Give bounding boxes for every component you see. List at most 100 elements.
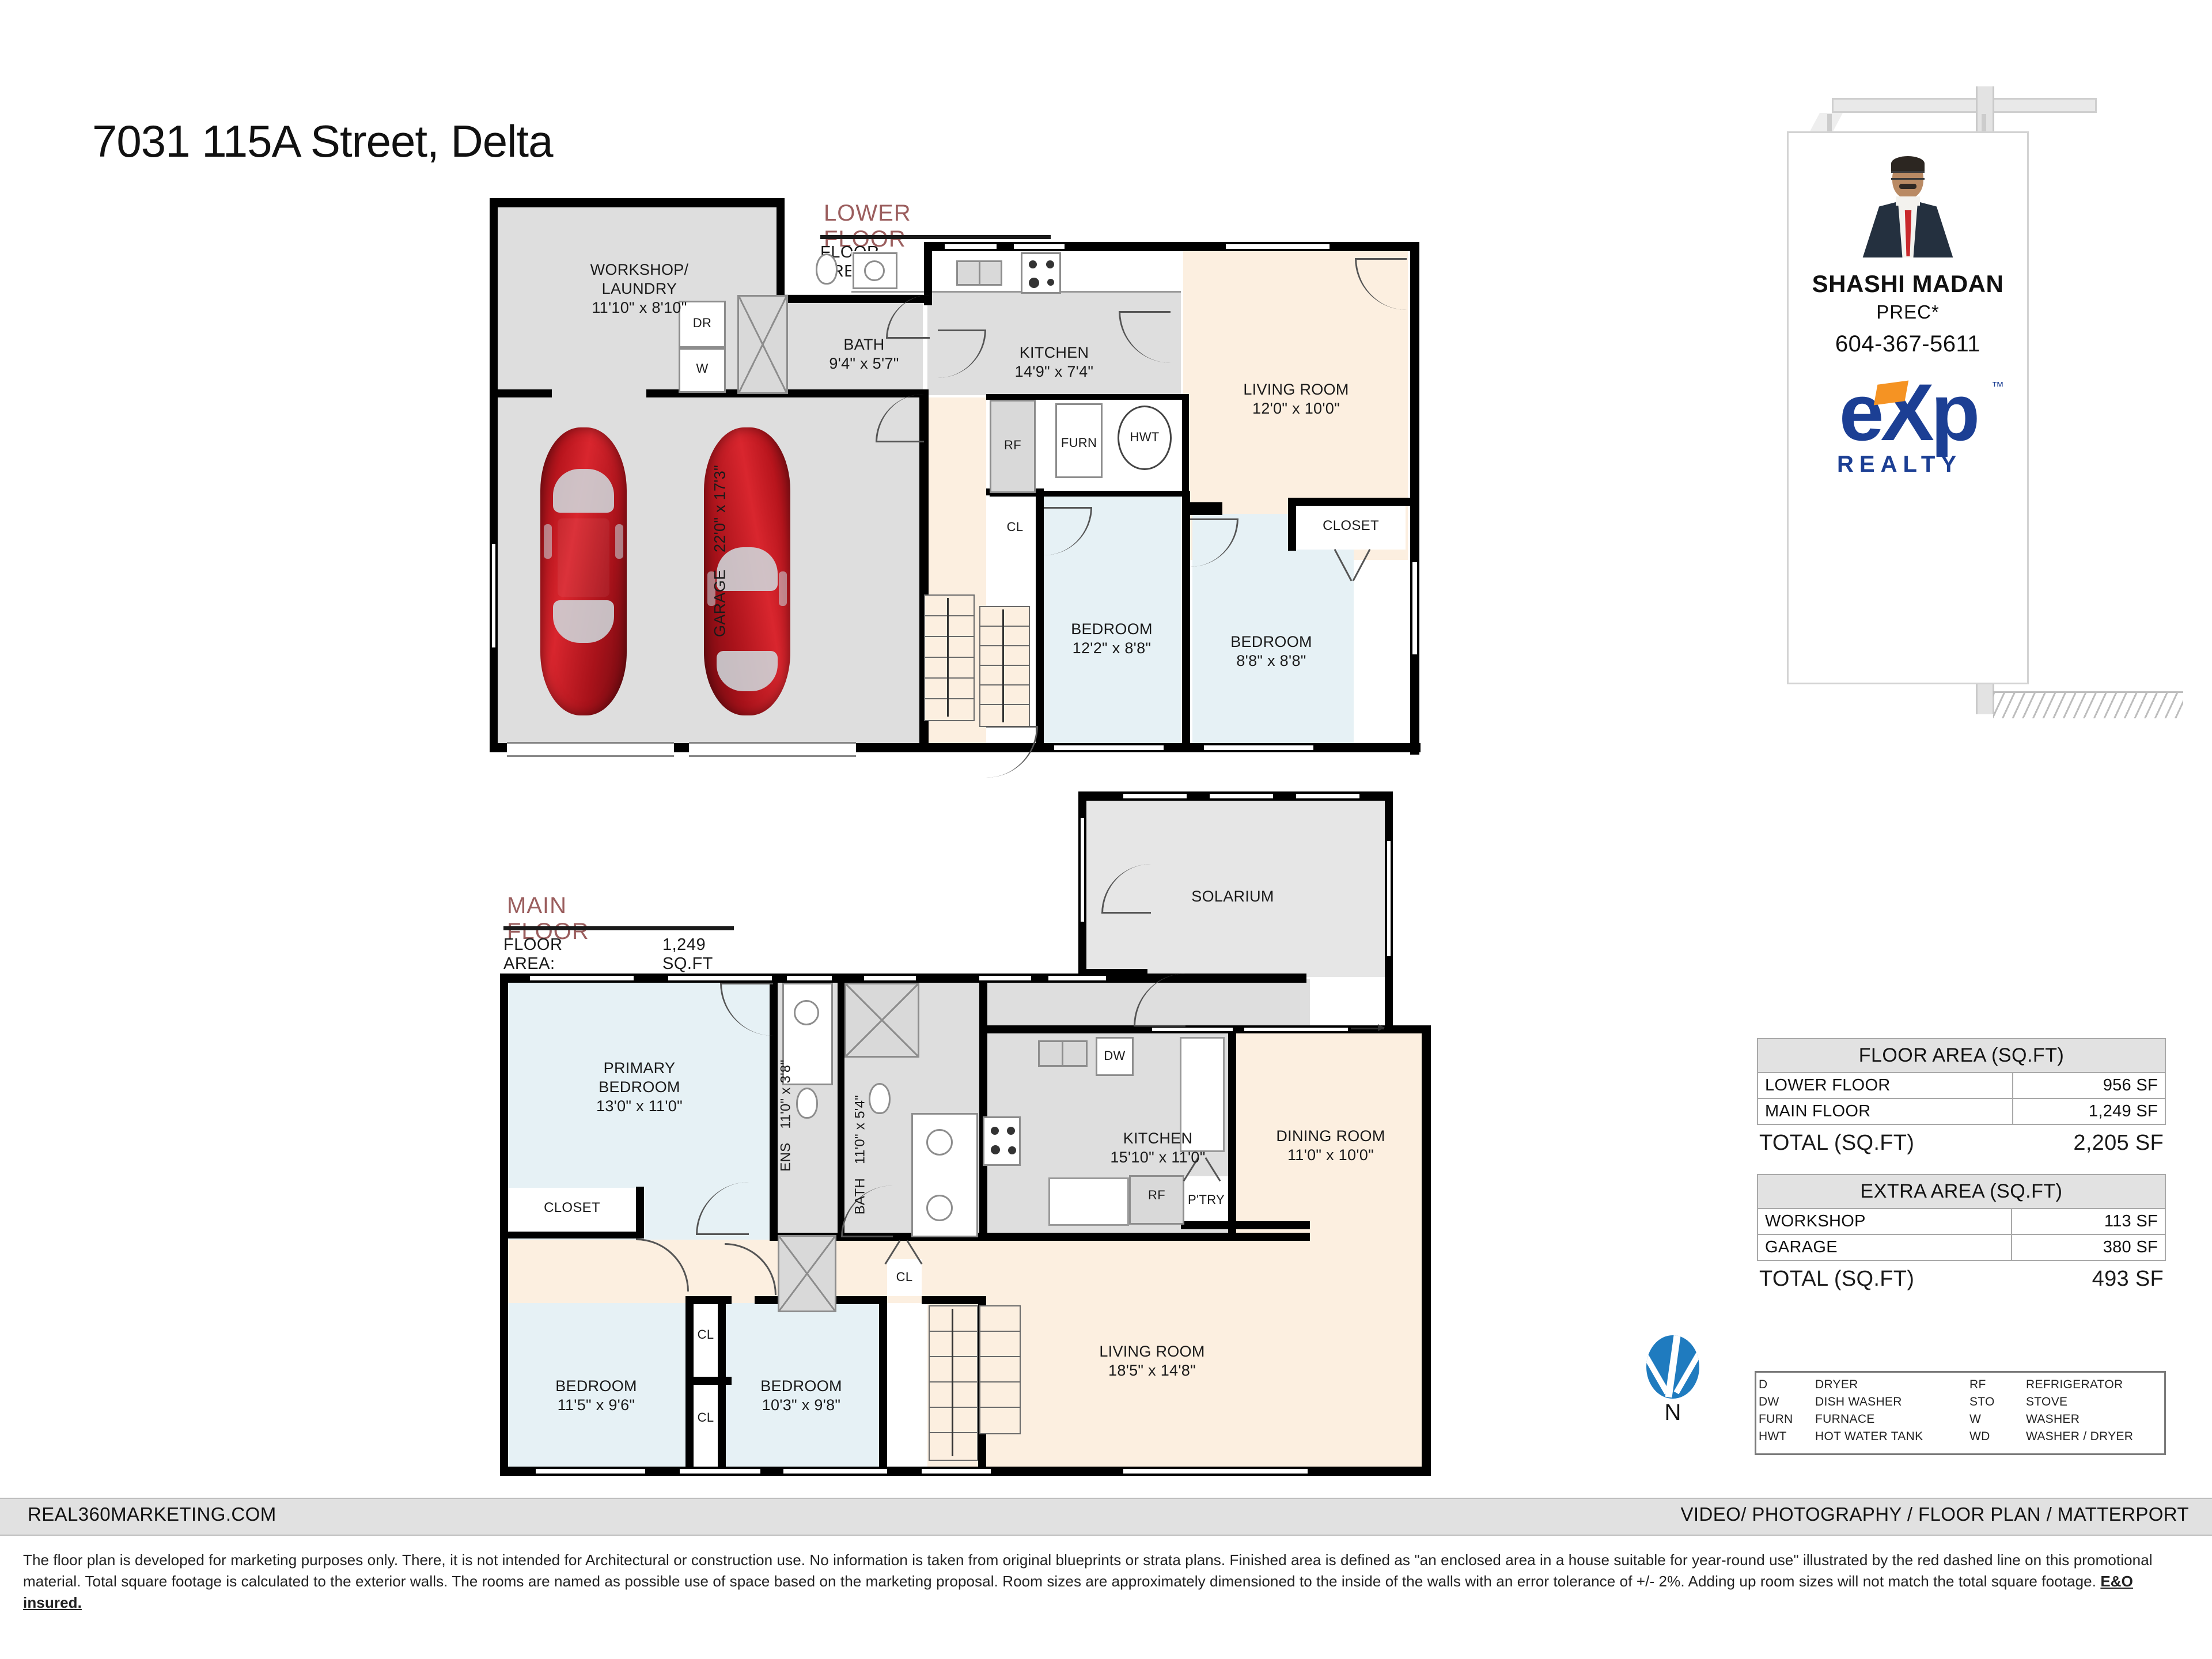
total-label: TOTAL (SQ.FT): [1759, 1131, 1915, 1155]
legend-desc: HOT WATER TANK: [1815, 1430, 1923, 1443]
room-bedroom-main-2: [507, 1303, 685, 1470]
window: [680, 1467, 760, 1476]
wall: [924, 242, 1419, 251]
bedroom-lower-2-label: BEDROOM 8'8" x 8'8": [1188, 632, 1355, 671]
bath-sink-main-1: [926, 1129, 953, 1156]
window: [1296, 791, 1359, 801]
dishwasher-main: [1096, 1037, 1134, 1076]
workshop-label: WORKSHOP/ LAUNDRY 11'10" x 8'10": [518, 260, 760, 317]
window: [668, 974, 772, 983]
kitchen-counter-main: [1048, 1177, 1129, 1226]
compass-north-label: N: [1664, 1400, 1681, 1425]
burner: [991, 1145, 1000, 1154]
stair-arrow-up-icon: [952, 1309, 953, 1456]
bath-lower-label: BATH 9'4" x 5'7": [801, 335, 927, 373]
disclaimer-line-2: use" illustrated by the red dashed line …: [23, 1551, 2153, 1590]
wall: [1288, 498, 1410, 506]
wall: [490, 198, 498, 751]
primary-bedroom-label: PRIMARY BEDROOM 13'0" x 11'0": [513, 1059, 766, 1116]
sign-hanger-right: [1982, 114, 1986, 134]
window: [1210, 791, 1273, 801]
dryer-appliance: [679, 301, 726, 348]
closet-lower-label: CLOSET: [1323, 518, 1379, 533]
wall: [1182, 502, 1222, 515]
pantry-main: [1184, 1176, 1228, 1221]
window: [490, 544, 498, 647]
kitchen-lower-label: KITCHEN 14'9" x 7'4": [945, 343, 1164, 381]
kitchen-peninsula-main: [1180, 1037, 1225, 1152]
legend-desc: WASHER / DRYER: [2026, 1430, 2134, 1443]
closet-cl-2: [694, 1385, 718, 1467]
bath-name: BATH: [843, 336, 885, 353]
window: [1014, 242, 1065, 251]
eo-insured-note: E&O insured.: [23, 1572, 2134, 1611]
total-label: TOTAL (SQ.FT): [1759, 1267, 1915, 1291]
lower-floor-rule: [820, 235, 1051, 239]
footer-website[interactable]: REAL360MARKETING.COM: [28, 1503, 276, 1525]
kitchen-main-label: KITCHEN 15'10" x 11'0": [1048, 1129, 1267, 1167]
legend-row: FURN FURNACE W WASHER: [1756, 1411, 2164, 1428]
garage-door: [689, 742, 856, 757]
hot-water-tank-lower: [1118, 406, 1172, 470]
cl-label-lower: CL: [1006, 520, 1024, 534]
living-lower-label: LIVING ROOM 12'0" x 10'0": [1187, 380, 1406, 418]
main-floor-area-value: 1,249 SQ.FT: [662, 935, 713, 973]
wall: [490, 198, 785, 207]
stairs-main-upper: [979, 1305, 1021, 1434]
bedroom-main-3-label: BEDROOM 10'3" x 9'8": [718, 1377, 885, 1415]
stair-arrow-up-icon: [1002, 609, 1004, 722]
wall: [770, 979, 778, 1238]
primary-dim: 13'0" x 11'0": [596, 1097, 683, 1115]
workshop-name: WORKSHOP/: [590, 261, 689, 278]
wall: [507, 1230, 639, 1238]
sign-arm-brace: [1809, 113, 1843, 132]
realtor-sign-board[interactable]: SHASHI MADAN PREC* 604-367-5611 eXp ™ RE…: [1787, 131, 2029, 684]
bedroom-name-2: BEDROOM: [555, 1377, 637, 1395]
page-title: 7031 115A Street, Delta: [92, 116, 553, 166]
wall: [1036, 491, 1044, 750]
disclaimer-line-3: the walls with an error tolerance of +/-…: [1402, 1572, 2101, 1590]
wall: [1182, 394, 1189, 498]
closet-lower-right: [1290, 505, 1406, 550]
dining-label: DINING ROOM 11'0" x 10'0": [1233, 1127, 1429, 1165]
legend-desc: DISH WASHER: [1815, 1395, 1902, 1408]
wall: [500, 974, 508, 1475]
legend-abbr: W: [1969, 1412, 1982, 1426]
lower-floor-heading: LOWER FLOOR: [824, 200, 911, 252]
kitchen-name-main: KITCHEN: [1123, 1130, 1193, 1147]
window: [1048, 974, 1106, 983]
exp-realty-logo: eXp ™ REALTY: [1789, 372, 2027, 487]
sink-basin-lower: [864, 260, 885, 281]
extra-area-table: EXTRA AREA (SQ.FT) WORKSHOP 113 SF GARAG…: [1756, 1174, 2166, 1295]
lower-floor-plan: LOWER FLOOR FLOOR AREA: 956 SQ.FT: [0, 0, 1421, 778]
sign-arm: [1832, 98, 2097, 113]
closet-cl-1: [694, 1304, 718, 1377]
stairs-main: [929, 1305, 978, 1461]
total-value: 493 SF: [2092, 1267, 2164, 1291]
agent-phone[interactable]: 604-367-5611: [1835, 331, 1981, 357]
row-label: GARAGE: [1756, 1234, 2013, 1261]
table-row: MAIN FLOOR 1,249 SF: [1757, 1098, 2166, 1125]
extra-area-total-row: TOTAL (SQ.FT) 493 SF: [1757, 1261, 2166, 1295]
solarium-label: SOLARIUM: [1191, 888, 1274, 905]
living-name-main: LIVING ROOM: [1099, 1343, 1205, 1360]
bedroom-name: BEDROOM: [1071, 620, 1153, 638]
abbreviation-legend: D DRYER RF REFRIGERATOR DW DISH WASHER S…: [1755, 1371, 2166, 1455]
refrigerator-main: [1129, 1175, 1184, 1225]
burner: [1029, 278, 1039, 288]
wall: [922, 1296, 985, 1304]
wall: [990, 491, 1185, 497]
bedroom-dim: 8'8" x 8'8": [1236, 652, 1306, 669]
primary-name: PRIMARY: [603, 1059, 676, 1077]
ensuite-name: ENS: [778, 1142, 794, 1172]
main-floor-plan: MAIN FLOOR FLOOR AREA: 1,249 SQ.FT: [0, 0, 1431, 1476]
closet-cl-3: [887, 1259, 922, 1296]
disclaimer-line-1: The floor plan is developed for marketin…: [23, 1551, 1765, 1569]
legend-abbr: RF: [1969, 1378, 1986, 1391]
kitchen-dim-main: 15'10" x 11'0": [1110, 1148, 1206, 1166]
stairs-lower-right: [979, 606, 1030, 727]
stair-arrow-up-icon: [947, 598, 949, 717]
floor-area-header: FLOOR AREA (SQ.FT): [1757, 1038, 2166, 1073]
legend-abbr: DW: [1759, 1395, 1779, 1408]
table-row: LOWER FLOOR 956 SF: [1757, 1072, 2166, 1099]
